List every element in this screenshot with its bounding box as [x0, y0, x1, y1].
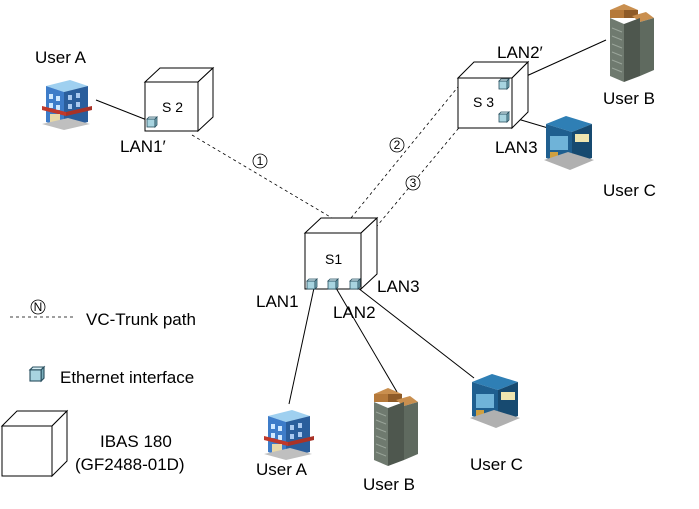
svg-text:3: 3	[410, 176, 417, 190]
port-lan1-prime	[146, 116, 158, 128]
port-lan2	[327, 278, 339, 290]
trunk-path-2	[350, 81, 463, 219]
port-lan1	[306, 278, 318, 290]
tower-building-icon	[374, 388, 418, 466]
legend: N VC-Trunk path Ethernet interface IBAS …	[0, 299, 196, 478]
legend-ethernet-label: Ethernet interface	[60, 368, 194, 387]
label-lan2: LAN2	[333, 303, 376, 322]
label-lan1: LAN1	[256, 292, 299, 311]
switch-s1-label: S1	[325, 251, 342, 267]
path-marker-3: 3	[405, 175, 421, 191]
office-building-icon	[42, 80, 92, 130]
legend-device-icon	[0, 409, 69, 478]
label-user-b-bottom: User B	[363, 475, 415, 494]
vc-trunk-paths	[191, 81, 479, 233]
label-user-b-top: User B	[603, 89, 655, 108]
svg-text:2: 2	[394, 138, 401, 152]
legend-device-line2: (GF2488-01D)	[75, 455, 185, 474]
label-lan3-s3: LAN3	[495, 138, 538, 157]
port-lan3-s3	[498, 111, 510, 123]
label-lan3: LAN3	[377, 277, 420, 296]
label-user-a-top: User A	[35, 48, 87, 67]
switch-s2-label: S 2	[162, 99, 183, 115]
switch-s1: S1	[303, 216, 379, 291]
label-user-a-bottom: User A	[256, 460, 308, 479]
label-user-c-top: User C	[603, 181, 656, 200]
port-lan2-prime	[498, 78, 510, 90]
label-user-c-bottom: User C	[470, 455, 523, 474]
link-lan3-userC	[357, 287, 475, 379]
link-lan2-userB	[335, 287, 398, 393]
office-building-icon	[264, 410, 314, 460]
label-lan1-prime: LAN1′	[120, 137, 166, 156]
path-marker-2: 2	[389, 137, 405, 153]
trunk-path-1	[191, 134, 333, 219]
svg-text:N: N	[34, 300, 43, 314]
tower-building-icon	[610, 4, 654, 82]
link-lan1-userA	[288, 287, 315, 405]
switch-s3-label: S 3	[473, 94, 494, 110]
switch-s3: S 3	[456, 60, 530, 130]
legend-ethernet-icon	[29, 366, 45, 382]
port-lan3	[349, 278, 361, 290]
shop-building-icon	[470, 374, 520, 428]
svg-text:1: 1	[257, 154, 264, 168]
legend-device-line1: IBAS 180	[100, 432, 172, 451]
legend-trunk-symbol: N	[10, 299, 76, 318]
shop-building-icon	[544, 116, 594, 170]
link-userA-s2	[95, 99, 153, 123]
path-marker-1: 1	[252, 153, 268, 169]
label-lan2-prime: LAN2′	[497, 43, 543, 62]
legend-trunk-label: VC-Trunk path	[86, 310, 196, 329]
